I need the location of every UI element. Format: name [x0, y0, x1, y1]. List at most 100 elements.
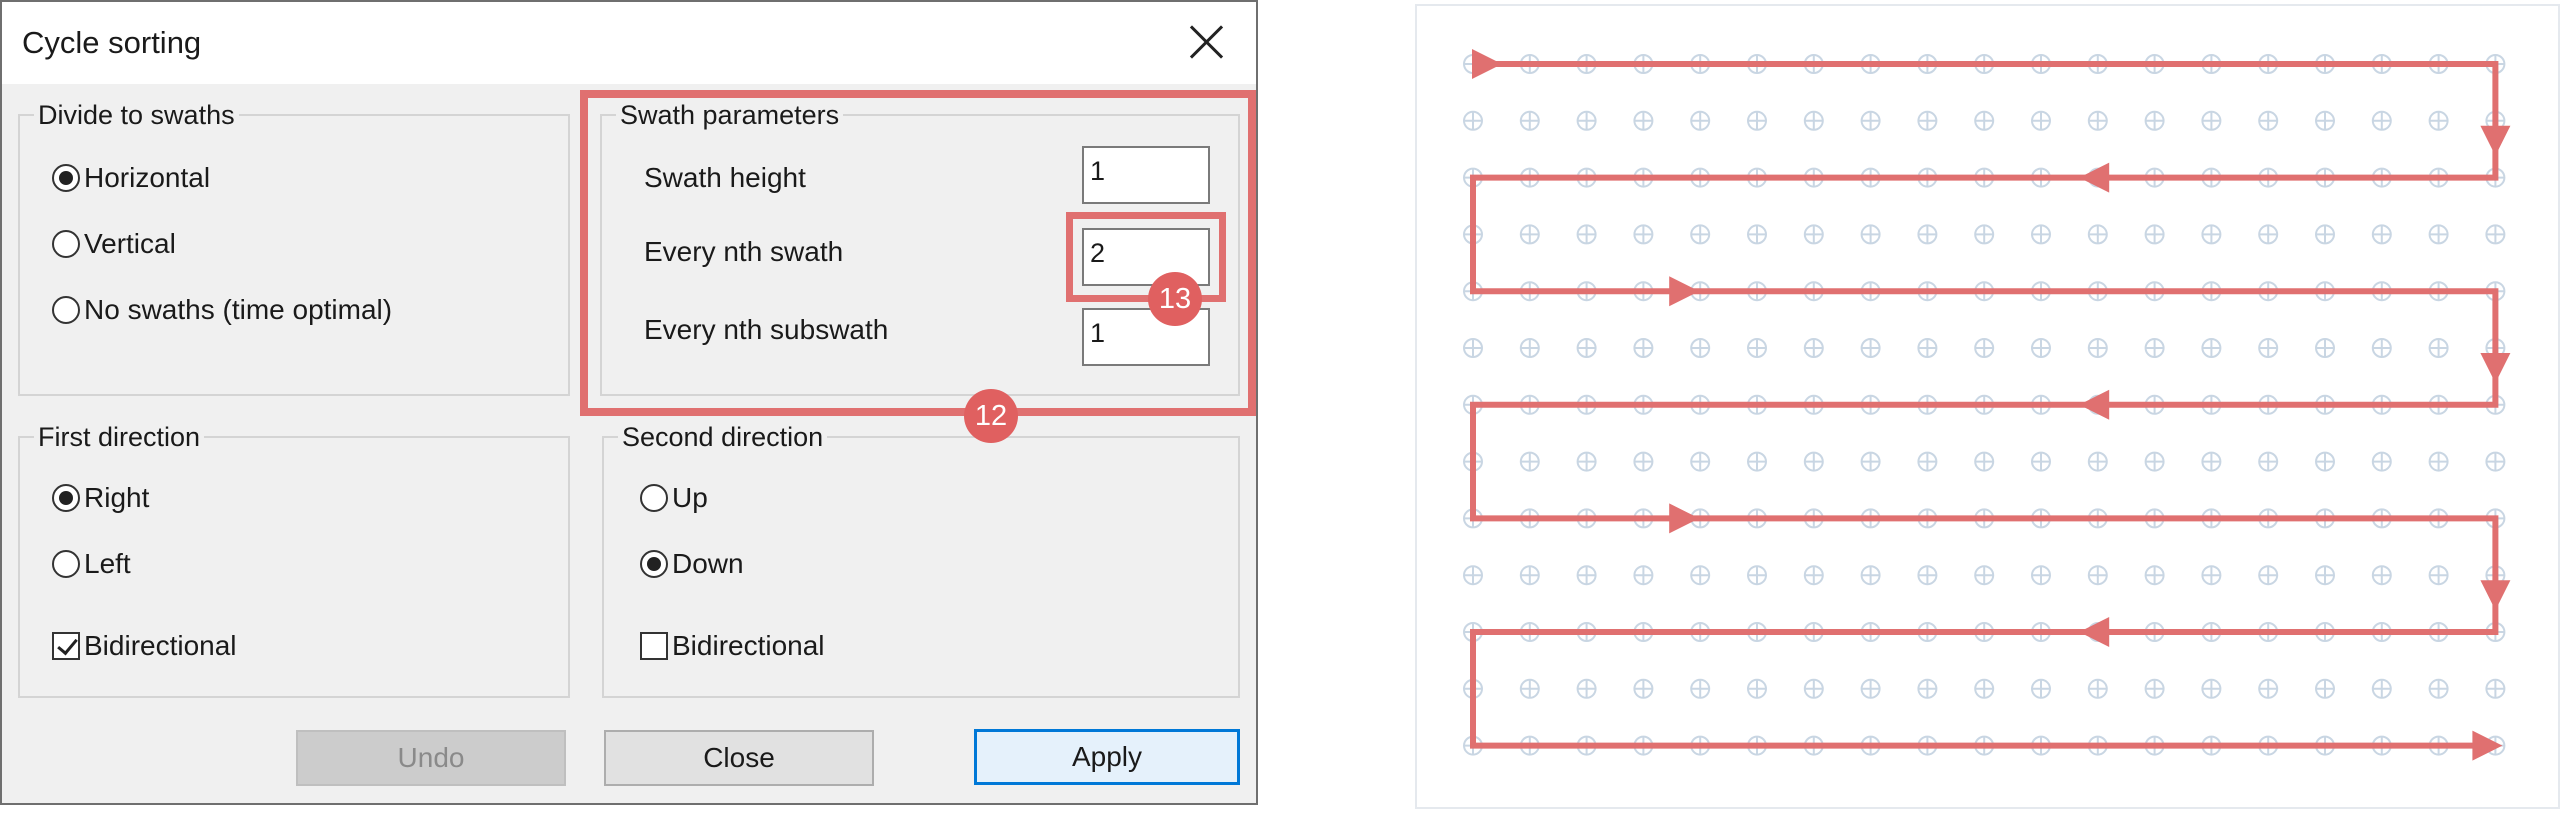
grid-point [1633, 224, 1654, 245]
grid-point [1633, 565, 1654, 586]
grid-point [1917, 110, 1938, 131]
grid-point [1463, 110, 1483, 131]
every-nth-swath-highlight [1066, 212, 1226, 302]
grid-point [1519, 451, 1540, 472]
radio-horizontal[interactable]: Horizontal [52, 162, 210, 194]
grid-point [2031, 565, 2051, 586]
annotation-marker-12: 12 [964, 389, 1018, 443]
grid-point [2201, 678, 2222, 699]
grid-point [2201, 224, 2222, 245]
grid-point [2371, 110, 2392, 131]
apply-button[interactable]: Apply [974, 729, 1240, 785]
grid-point [2371, 338, 2392, 358]
grid-point [1747, 224, 1767, 245]
grid-point [1747, 338, 1767, 358]
grid-point [2201, 565, 2222, 586]
grid-point [1803, 224, 1824, 245]
radio-left[interactable]: Left [52, 548, 131, 580]
grid-point [2087, 338, 2108, 358]
grid-point [1974, 338, 1995, 358]
cycle-sorting-dialog: Cycle sorting Divide to swaths Horizonta… [0, 0, 1258, 805]
radio-up-indicator[interactable] [640, 484, 668, 512]
radio-up[interactable]: Up [640, 482, 708, 514]
direction-arrow-icon [1669, 503, 1700, 534]
grid-point [1974, 224, 1995, 245]
radio-no-swaths[interactable]: No swaths (time optimal) [52, 294, 392, 326]
grid-point [2371, 678, 2392, 699]
radio-right[interactable]: Right [52, 482, 149, 514]
grid-point [2258, 451, 2279, 472]
grid-point [2144, 451, 2165, 472]
grid-point [1803, 110, 1824, 131]
grid-point [1917, 451, 1938, 472]
grid-point [1917, 338, 1938, 358]
direction-arrow-icon [2480, 125, 2511, 156]
grid-point [2371, 565, 2392, 586]
grid-point [2315, 110, 2335, 131]
radio-down-indicator[interactable] [640, 550, 668, 578]
radio-horizontal-indicator[interactable] [52, 164, 80, 192]
grid-point [1576, 565, 1597, 586]
close-button[interactable]: Close [604, 730, 874, 786]
divide-to-swaths-group: Divide to swaths Horizontal Vertical No … [18, 100, 570, 396]
grid-point [1463, 565, 1483, 586]
radio-no-swaths-indicator[interactable] [52, 296, 80, 324]
direction-arrow-icon [1669, 276, 1700, 307]
checkbox-first-bidirectional-box[interactable] [52, 632, 80, 660]
radio-right-indicator[interactable] [52, 484, 80, 512]
grid-point [2258, 338, 2279, 358]
grid-point [1690, 224, 1711, 245]
grid-point [2428, 678, 2449, 699]
grid-point [1917, 224, 1938, 245]
grid-point [1519, 678, 1540, 699]
grid-point [1917, 565, 1938, 586]
grid-point [2315, 451, 2335, 472]
path-line [1470, 61, 2499, 749]
undo-button[interactable]: Undo [296, 730, 566, 786]
checkbox-second-bidirectional-box[interactable] [640, 632, 668, 660]
grid-point [2428, 338, 2449, 358]
grid-point [1747, 678, 1767, 699]
title-bar: Cycle sorting [2, 2, 1256, 84]
grid-point [2201, 451, 2222, 472]
grid-point [1519, 565, 1540, 586]
direction-arrow-icon [2472, 730, 2503, 761]
checkbox-second-bidirectional[interactable]: Bidirectional [640, 630, 825, 662]
grid-point [1974, 451, 1995, 472]
grid-point [2031, 338, 2051, 358]
grid-point [2258, 110, 2279, 131]
radio-down-label: Down [672, 548, 744, 579]
every-nth-swath-label: Every nth swath [644, 236, 844, 267]
radio-vertical-label: Vertical [84, 228, 176, 259]
every-nth-subswath-label: Every nth subswath [644, 314, 889, 345]
grid-point [2031, 110, 2051, 131]
dialog-title: Cycle sorting [22, 25, 202, 60]
radio-vertical[interactable]: Vertical [52, 228, 176, 260]
radio-down[interactable]: Down [640, 548, 744, 580]
checkbox-first-bidirectional-label: Bidirectional [84, 630, 237, 661]
cycle-path [1470, 49, 2511, 761]
group-title-swath: Swath parameters [616, 100, 844, 131]
grid-point [2031, 451, 2051, 472]
checkbox-first-bidirectional[interactable]: Bidirectional [52, 630, 237, 662]
grid-point [2258, 678, 2279, 699]
direction-arrow-icon [2079, 617, 2110, 647]
direction-arrow-icon [2079, 162, 2110, 193]
group-title-second: Second direction [618, 422, 828, 453]
grid-point [2315, 224, 2335, 245]
grid-point [2087, 565, 2108, 586]
grid-point [1860, 451, 1881, 472]
radio-vertical-indicator[interactable] [52, 230, 80, 258]
radio-left-indicator[interactable] [52, 550, 80, 578]
close-icon[interactable] [1184, 20, 1228, 64]
grid-point [1633, 110, 1654, 131]
grid-point [1690, 110, 1711, 131]
radio-up-label: Up [672, 482, 708, 513]
swath-height-input[interactable]: 1 [1082, 146, 1210, 204]
grid-point [2087, 451, 2108, 472]
grid-point [2144, 338, 2165, 358]
every-nth-swath-input[interactable]: 2 [1082, 228, 1210, 286]
serpentine-path-diagram [1463, 49, 2511, 761]
grid-point [2315, 565, 2335, 586]
grid-point [2428, 451, 2449, 472]
